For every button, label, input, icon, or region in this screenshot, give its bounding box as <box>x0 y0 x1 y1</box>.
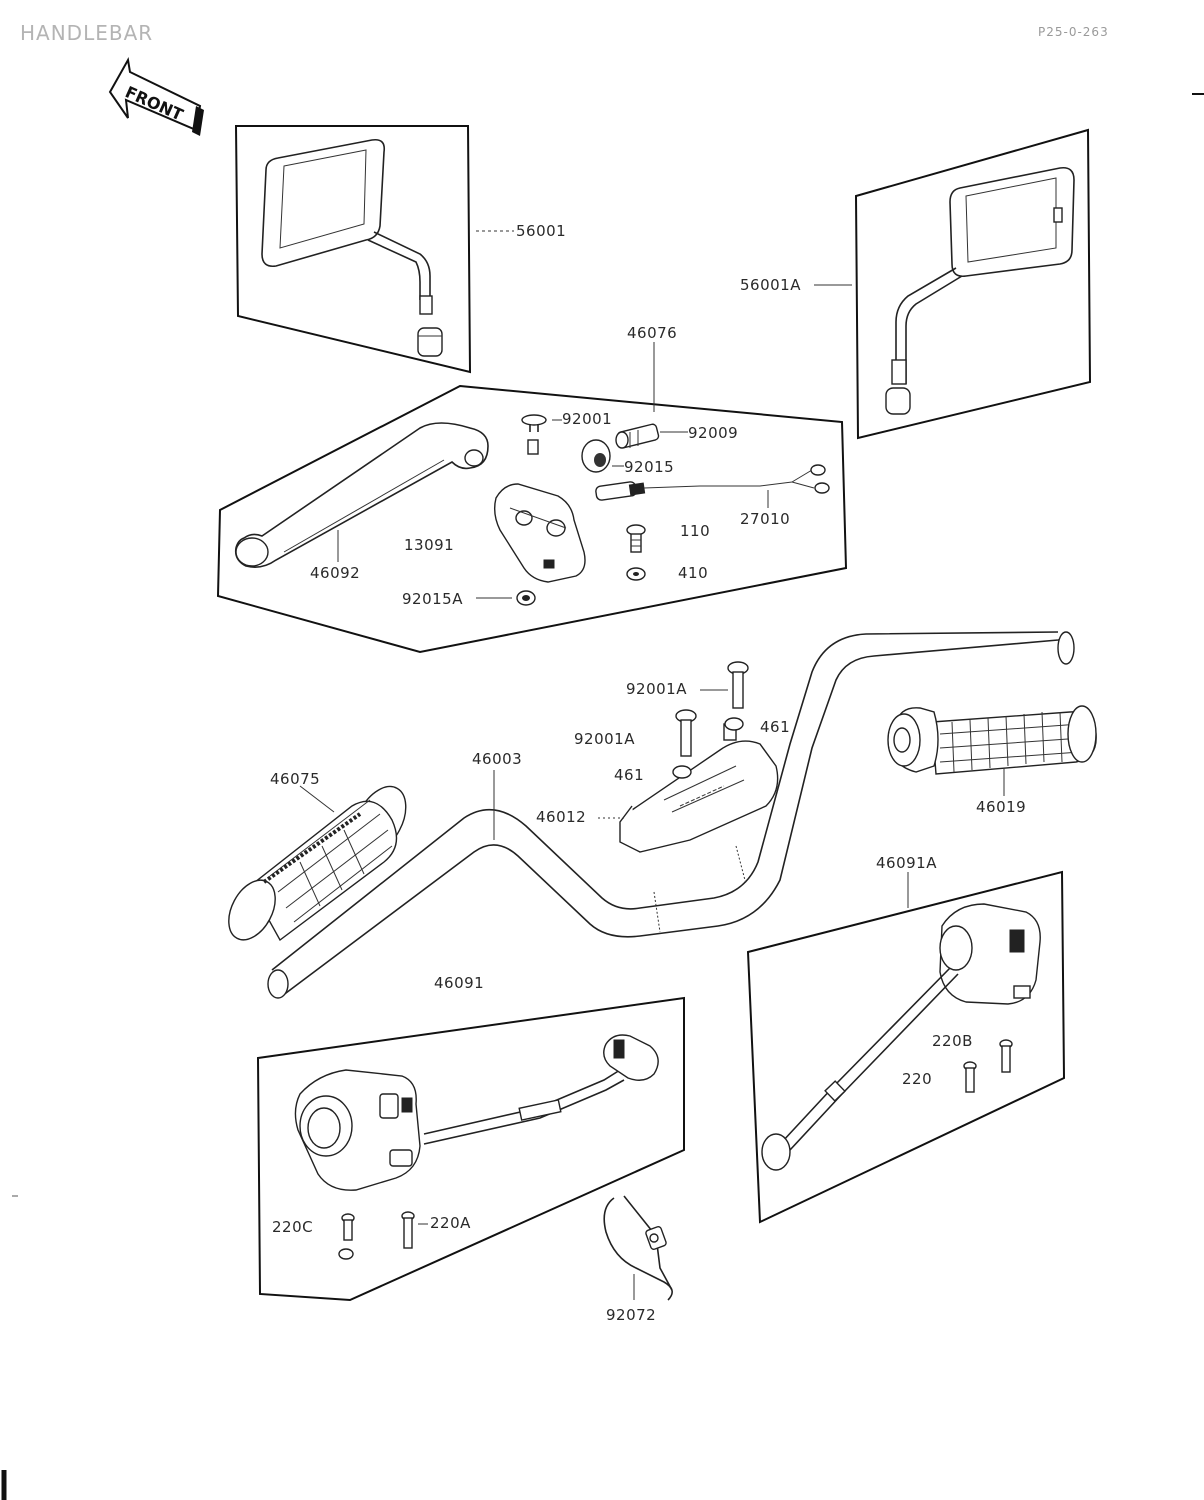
pivot-bolt-illustration <box>521 414 547 455</box>
throttle-grip-illustration <box>887 705 1097 775</box>
mirror-right-illustration <box>885 166 1075 415</box>
adjuster-nut-illustration <box>581 439 611 473</box>
clutch-lever-panel: 46076 46092 13091 92001 <box>216 324 848 654</box>
label-220: 220 <box>902 1070 932 1088</box>
label-46003: 46003 <box>472 750 522 768</box>
holder-bolt-2-illustration <box>672 709 697 779</box>
handlebar-illustration <box>267 631 1075 999</box>
label-46019: 46019 <box>976 798 1026 816</box>
left-switch-panel: 220C 220A <box>256 996 685 1302</box>
switch-screw-220-illustration <box>963 1061 977 1093</box>
switch-screw-220A-illustration <box>401 1211 415 1249</box>
label-46075: 46075 <box>270 770 320 788</box>
label-46091A: 46091A <box>876 854 937 872</box>
handlebar-holder-illustration <box>619 723 779 853</box>
left-grip-illustration <box>228 785 407 942</box>
label-13091: 13091 <box>404 536 454 554</box>
washer-illustration <box>626 567 646 581</box>
right-switch-panel: 46091A 220B 220 <box>746 854 1066 1224</box>
right-switch-illustration <box>761 903 1041 1171</box>
label-461-lower: 461 <box>614 766 644 784</box>
lever-nut-illustration <box>516 590 536 606</box>
label-27010: 27010 <box>740 510 790 528</box>
label-92015A: 92015A <box>402 590 463 608</box>
left-switch-illustration <box>294 1034 659 1191</box>
switch-screw-220C-illustration <box>338 1213 355 1260</box>
mirror-left-panel: 56001 <box>234 125 566 374</box>
label-92001A-lower: 92001A <box>574 730 635 748</box>
label-46092: 46092 <box>310 564 360 582</box>
holder-bolt-1-illustration <box>724 661 749 731</box>
label-220C: 220C <box>272 1218 313 1236</box>
label-46076: 46076 <box>627 324 677 342</box>
label-92001A-upper: 92001A <box>626 680 687 698</box>
cable-clamp-illustration <box>603 1195 673 1301</box>
label-56001A: 56001A <box>740 276 801 294</box>
label-92072: 92072 <box>606 1306 656 1324</box>
switch-screw-220B-illustration <box>999 1039 1013 1073</box>
label-220A: 220A <box>430 1214 471 1232</box>
label-92001: 92001 <box>562 410 612 428</box>
diagram-code: P25-0-263 <box>1038 25 1109 39</box>
label-92015: 92015 <box>624 458 674 476</box>
label-46012: 46012 <box>536 808 586 826</box>
clutch-lever-illustration <box>234 422 489 568</box>
mirror-right-panel: 56001A <box>740 128 1092 440</box>
diagram-title: HANDLEBAR <box>20 21 153 45</box>
label-461-upper: 461 <box>760 718 790 736</box>
switch-screw-illustration <box>626 524 646 553</box>
front-arrow-sign: FRONT <box>108 57 204 136</box>
mirror-left-illustration <box>261 138 443 357</box>
label-92009: 92009 <box>688 424 738 442</box>
cable-adjuster-illustration <box>615 423 660 449</box>
label-110: 110 <box>680 522 710 540</box>
label-56001: 56001 <box>516 222 566 240</box>
label-410: 410 <box>678 564 708 582</box>
label-46091: 46091 <box>434 974 484 992</box>
label-220B: 220B <box>932 1032 973 1050</box>
clutch-switch-illustration <box>595 464 830 501</box>
lever-holder-illustration <box>493 483 586 583</box>
